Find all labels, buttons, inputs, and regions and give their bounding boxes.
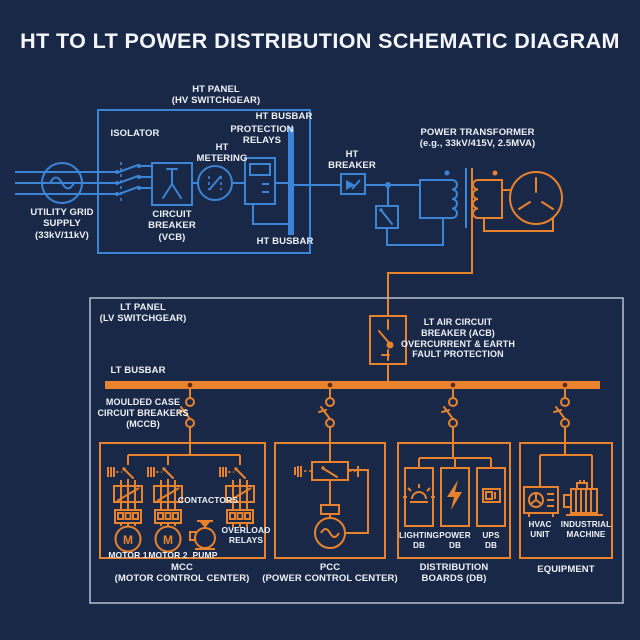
lt-busbar bbox=[105, 381, 600, 389]
transformer-delta-symbol bbox=[509, 171, 563, 225]
mcc-branch-motor2: M bbox=[147, 467, 183, 553]
protection-relay-symbol bbox=[244, 157, 288, 225]
junction-dot bbox=[385, 182, 391, 188]
mccb-drop-db bbox=[441, 382, 458, 443]
ups-db-label: UPS DB bbox=[482, 531, 500, 550]
db-box bbox=[397, 442, 511, 559]
mccb-label: MOULDED CASE CIRCUIT BREAKERS (MCCB) bbox=[97, 397, 189, 429]
mccb-drop-mcc bbox=[178, 382, 195, 443]
mcc-branch-motor1: M bbox=[107, 467, 143, 553]
lt-panel-label: LT PANEL (LV SWITCHGEAR) bbox=[99, 302, 187, 325]
pcc-box bbox=[274, 442, 386, 559]
pump-symbol bbox=[189, 520, 216, 550]
lighting-db-icon bbox=[403, 484, 435, 503]
mccb-drop-equipment bbox=[553, 382, 570, 443]
hvac-label: HVAC UNIT bbox=[528, 520, 552, 539]
ht-busbar-bottom-label: HT BUSBAR bbox=[256, 236, 314, 247]
mcc-branch-pump bbox=[219, 467, 255, 527]
motor2-letter: M bbox=[163, 533, 173, 547]
ups-db-icon bbox=[482, 488, 501, 503]
acb-label: LT AIR CIRCUIT BREAKER (ACB) OVERCURRENT… bbox=[401, 317, 515, 360]
industrial-machine-icon bbox=[563, 480, 603, 516]
mcc-caption: MCC (MOTOR CONTROL CENTER) bbox=[114, 562, 250, 585]
ht-breaker-label: HT BREAKER bbox=[328, 149, 376, 172]
power-db-label: POWER DB bbox=[439, 531, 471, 550]
lt-panel-box bbox=[89, 297, 624, 604]
protection-relays-label: PROTECTION RELAYS bbox=[230, 124, 294, 147]
pump-label: PUMP bbox=[192, 550, 218, 560]
ht-busbar-top-label: HT BUSBAR bbox=[255, 111, 313, 122]
transformer-secondary-winding bbox=[472, 170, 554, 232]
mccb-drops bbox=[178, 382, 570, 443]
hvac-unit-icon bbox=[523, 486, 559, 517]
equipment-caption: EQUIPMENT bbox=[537, 564, 595, 575]
motor1-label: MOTOR 1 bbox=[108, 550, 148, 560]
wire-transformer-to-acb bbox=[387, 168, 473, 316]
ht-breaker-symbol bbox=[340, 173, 366, 195]
utility-feeder-lines bbox=[15, 165, 152, 195]
isolator-symbol bbox=[115, 162, 141, 202]
contactors-label: CONTACTORS bbox=[177, 495, 239, 505]
ht-switch-symbol bbox=[375, 188, 444, 246]
ht-metering-symbol bbox=[197, 165, 233, 201]
transformer-label: POWER TRANSFORMER (e.g., 33kV/415V, 2.5M… bbox=[419, 127, 536, 150]
motor1-letter: M bbox=[123, 533, 133, 547]
power-db-bolt-icon bbox=[447, 480, 462, 510]
acb-symbol bbox=[369, 315, 407, 381]
mcc-box bbox=[99, 442, 266, 559]
transformer-primary-winding bbox=[419, 168, 467, 228]
utility-grid-label: UTILITY GRID SUPPLY (33kV/11kV) bbox=[30, 207, 94, 241]
pcc-caption: PCC (POWER CONTROL CENTER) bbox=[262, 562, 398, 585]
equipment-box bbox=[519, 442, 613, 559]
db-caption: DISTRIBUTION BOARDS (DB) bbox=[419, 562, 489, 585]
machine-label: INDUSTRIAL MACHINE bbox=[560, 520, 612, 539]
ht-metering-label: HT METERING bbox=[196, 142, 248, 165]
overload-relays-label: OVERLOAD RELAYS bbox=[221, 525, 271, 546]
motor2-label: MOTOR 2 bbox=[148, 550, 188, 560]
vcb-symbol bbox=[151, 162, 193, 206]
page-title: HT TO LT POWER DISTRIBUTION SCHEMATIC DI… bbox=[20, 29, 620, 53]
lighting-db-label: LIGHTING DB bbox=[399, 531, 439, 550]
ht-panel-box bbox=[97, 109, 311, 254]
lt-busbar-label: LT BUSBAR bbox=[110, 365, 166, 376]
ht-panel-label: HT PANEL (HV SWITCHGEAR) bbox=[171, 84, 261, 107]
vcb-label: CIRCUIT BREAKER (VCB) bbox=[148, 209, 196, 243]
ht-busbar bbox=[288, 127, 294, 235]
mccb-drop-pcc bbox=[318, 382, 335, 443]
utility-grid-symbol bbox=[41, 162, 83, 204]
isolator-label: ISOLATOR bbox=[110, 128, 160, 139]
